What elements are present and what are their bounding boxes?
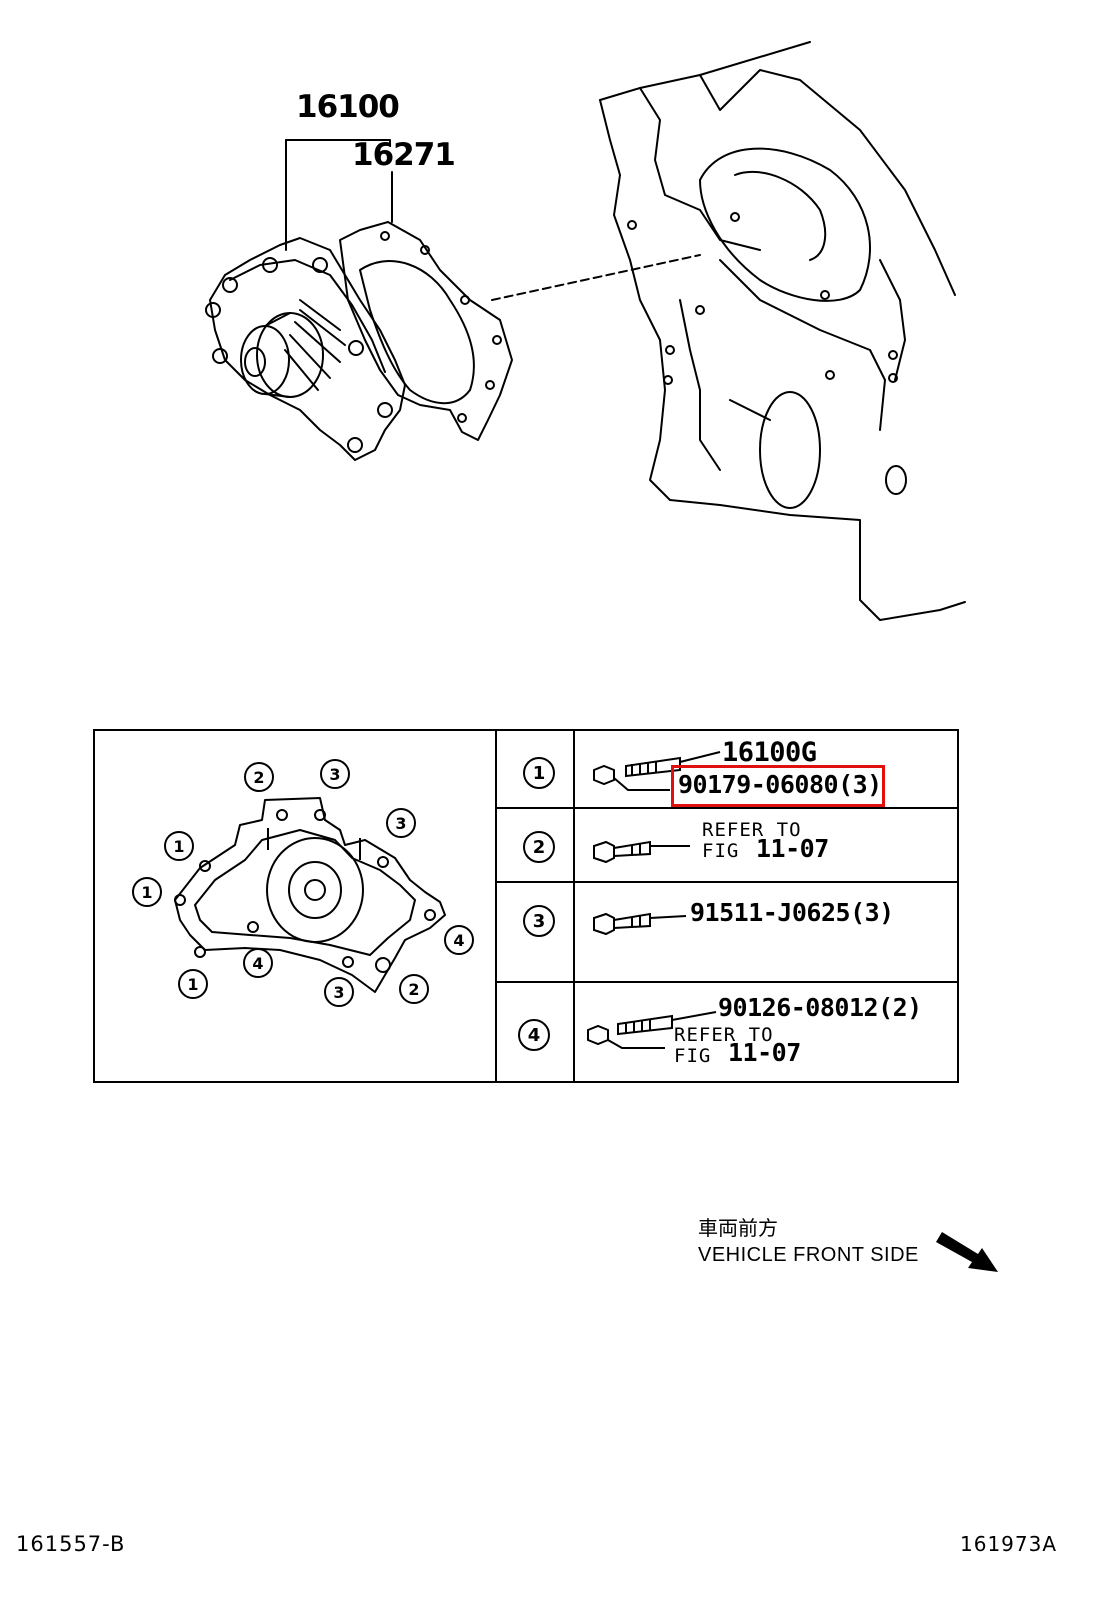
nut-part-number-highlighted[interactable]: 90179-06080(3): [678, 770, 882, 799]
fig-text: FIG: [674, 1045, 712, 1067]
vehicle-front-label-en: VEHICLE FRONT SIDE: [698, 1244, 919, 1266]
vehicle-front-label-jp: 車両前方: [698, 1216, 778, 1240]
bolt-marker: 4: [444, 925, 474, 955]
bolt-marker: 1: [164, 831, 194, 861]
figure-code-left: 161557-B: [16, 1532, 126, 1556]
front-arrow-icon: [936, 1232, 998, 1272]
bolt-marker: 4: [243, 948, 273, 978]
pump-assembly-part-number: 16100: [296, 89, 400, 125]
bolt-marker: 1: [132, 877, 162, 907]
highlighted-part-box: [671, 765, 885, 807]
figure-code-right: 161973A: [960, 1532, 1058, 1556]
row-marker-3: 3: [523, 905, 555, 937]
bolt-marker: 3: [386, 808, 416, 838]
bolt-marker: 2: [399, 974, 429, 1004]
gasket-part-number: 16271: [352, 137, 456, 173]
fig-text: FIG: [702, 840, 740, 862]
fig-reference-link[interactable]: 11-07: [756, 834, 829, 863]
stud-part-number-row4[interactable]: 90126-08012(2): [718, 993, 922, 1022]
refer-to-text: REFER TO: [702, 819, 802, 841]
bolt-marker: 1: [178, 969, 208, 999]
row-marker-4: 4: [518, 1019, 550, 1051]
bolt-marker: 2: [244, 762, 274, 792]
bolt-part-number[interactable]: 91511-J0625(3): [690, 898, 894, 927]
refer-to-text: REFER TO: [674, 1024, 774, 1046]
row-marker-1: 1: [523, 757, 555, 789]
row-marker-2: 2: [523, 831, 555, 863]
bolt-marker: 3: [324, 977, 354, 1007]
bolt-marker: 3: [320, 759, 350, 789]
stud-part-number[interactable]: 16100G: [722, 737, 817, 768]
fig-reference-link[interactable]: 11-07: [728, 1038, 801, 1067]
